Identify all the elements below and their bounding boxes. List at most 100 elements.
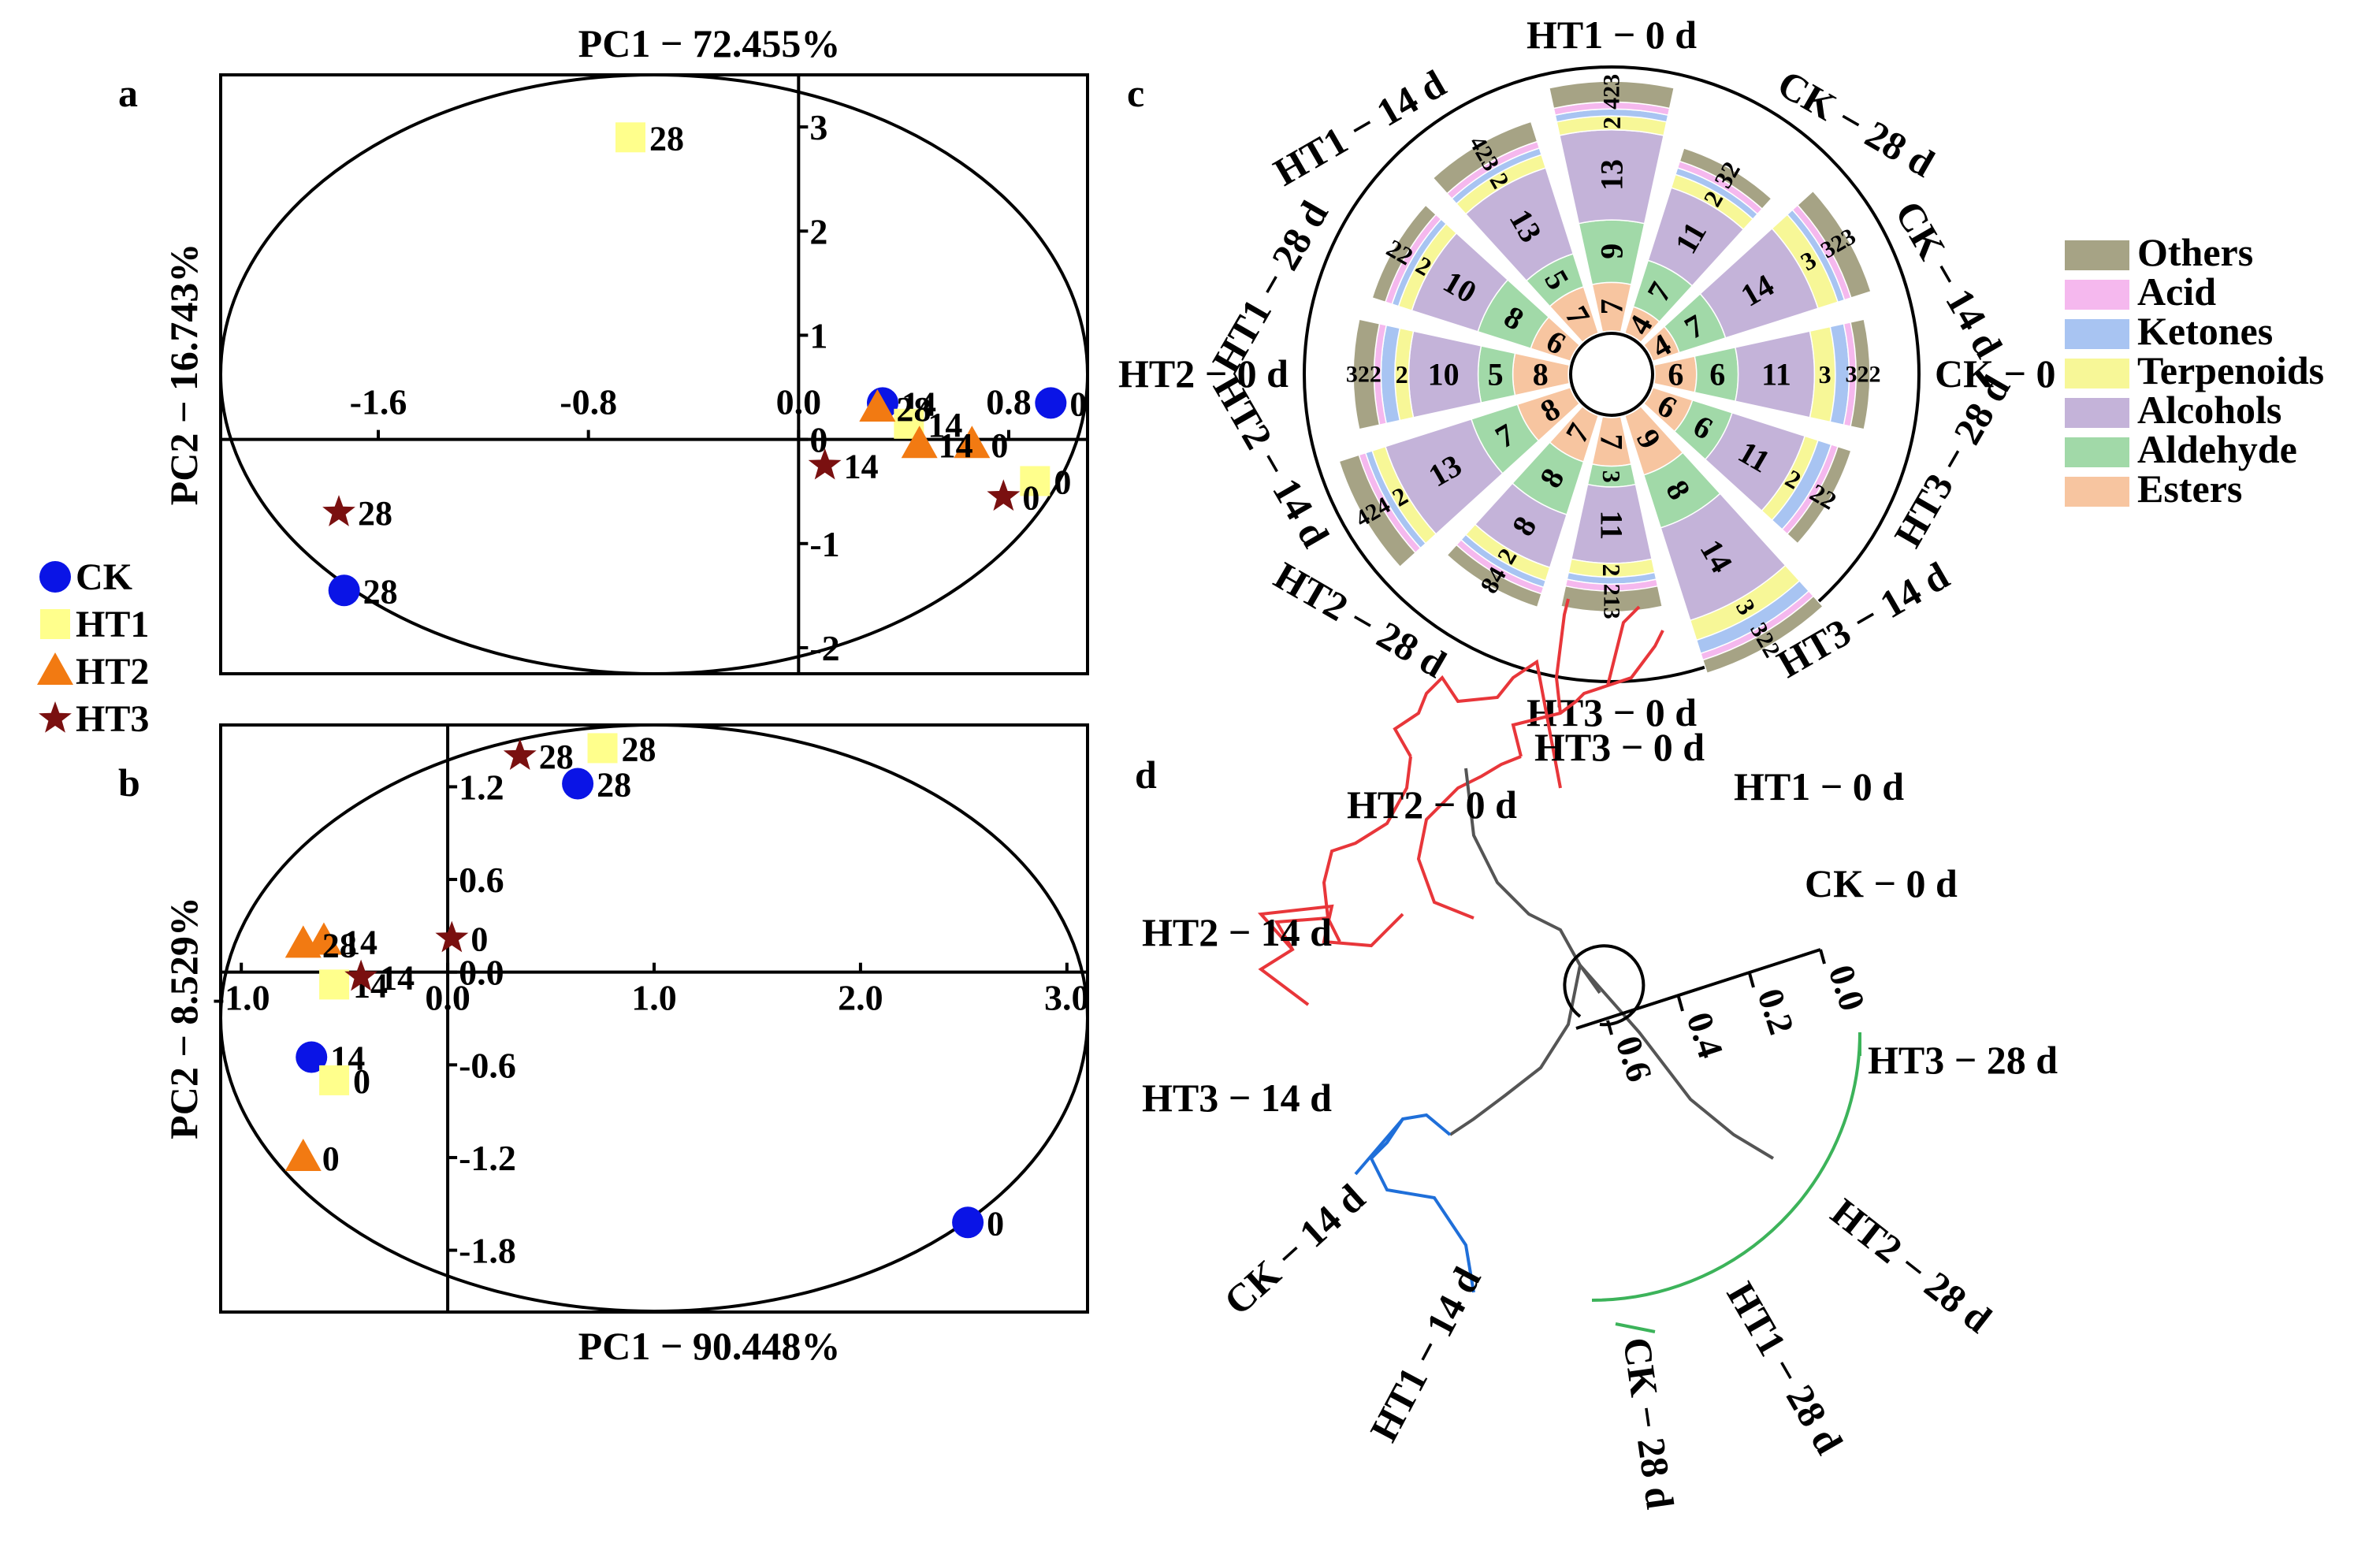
panel-c-category-ht3-0-d: HT3 − 0 d (1527, 690, 1697, 734)
panel-c-bar-value-label: 423 (1599, 74, 1625, 110)
panel-label-d: d (1135, 753, 1157, 797)
legend-label-ht3: HT3 (76, 698, 149, 740)
panel-c-bar-ck-14-d-others (1796, 190, 1872, 299)
panel-c-legend-label-terpenoids: Terpenoids (2137, 348, 2324, 392)
panel-a-point-ht1-0 (1020, 466, 1051, 496)
panel-c-bar-value-label: 322 (1846, 362, 1881, 388)
panel-c-legend-swatch-alcohols (2065, 398, 2129, 428)
dendrogram-scale-label: 0.0 (1820, 960, 1872, 1015)
panel-c-bar-value-label: 10 (1428, 357, 1460, 392)
panel-c-bar-value-label: 8 (1533, 357, 1549, 392)
legend-label-ck: CK (76, 556, 132, 598)
panel-c-bar-value-label: 11 (1594, 511, 1630, 541)
panel-c-bar-value-label: 3 (1597, 470, 1626, 483)
dendrogram-leaf-ht3-28-d: HT3 − 28 d (1868, 1038, 2058, 1082)
panel-label-c: c (1127, 71, 1144, 115)
dendrogram-leaf-ht2-14-d: HT2 − 14 d (1142, 910, 1332, 954)
dendrogram-leaf-ck-14-d: CK − 14 d (1215, 1175, 1373, 1323)
panel-a-point-ht2-14 (901, 426, 938, 459)
panel-c-legend-label-esters: Esters (2137, 467, 2242, 511)
panel-b-confidence-ellipse (219, 723, 1089, 1313)
panel-b-point-label: 14 (343, 923, 377, 961)
panel-c-bar-value-label: 5 (1488, 357, 1504, 392)
panel-b-x-tick-label: 2.0 (838, 978, 883, 1018)
panel-b-point-ht3-0 (435, 920, 469, 953)
legend-label-ht1: HT1 (76, 604, 149, 645)
panel-a-y-tick-label: 2 (809, 211, 827, 251)
panel-a-point-ht3-14 (808, 448, 842, 480)
panel-b-x-tick-label: 0.0 (425, 978, 470, 1018)
legend-marker-ht1 (40, 609, 70, 639)
panel-a-point-ht2-28 (859, 388, 896, 422)
panel-c-category-ck-0-d: CK − 0 d (1935, 351, 2088, 396)
panel-a-point-label: 0 (1054, 463, 1071, 501)
legend-marker-ht3 (39, 701, 72, 733)
dendrogram-branch-grey-right (1579, 964, 1775, 1160)
panel-b-point-label: 28 (322, 926, 357, 965)
panel-a-point-label: 0 (1022, 478, 1039, 517)
panel-c-bar-value-label: 7 (1594, 434, 1630, 450)
dendrogram-branch-ht3-0d (1554, 598, 1570, 714)
panel-a-point-label: 28 (896, 390, 931, 429)
panel-b-point-ht2-0 (284, 1138, 322, 1171)
panel-c-legend-swatch-aldehyde (2065, 437, 2129, 467)
panel-c-bar-value-label: 7 (1594, 299, 1630, 314)
panel-b-y-tick-label: -1.8 (459, 1231, 516, 1271)
panel-c-bar-ht2-14-d-others (1338, 454, 1417, 568)
dendrogram-scale-axis (1575, 948, 1821, 1030)
panel-c-legend-swatch-esters (2065, 477, 2129, 507)
panel-c-legend-swatch-terpenoids (2065, 359, 2129, 388)
panel-b-point-ht2-28 (284, 925, 322, 958)
dendrogram-scale-tick (1819, 949, 1826, 965)
panel-a-point-ht2-0 (954, 426, 991, 459)
legend-marker-ck (39, 561, 71, 593)
panel-c-bar-value-label: 9 (1594, 243, 1630, 259)
dendrogram-branch-28d-cluster (1615, 1322, 1656, 1333)
panel-c-bar-ht3-0-d-others (1560, 585, 1664, 613)
panel-c-bar-ck-28-d-others (1679, 147, 1772, 210)
dendrogram-leaf-ck-28-d: CK − 28 d (1615, 1335, 1683, 1512)
panel-a-point-label: 0 (991, 426, 1008, 465)
panel-a-y-tick-label: -2 (809, 628, 839, 668)
dendrogram-leaf-ht3-0-d: HT3 − 0 d (1534, 725, 1705, 769)
panel-b-y-tick-label: 0.0 (459, 953, 504, 993)
panel-b-point-ht3-14 (344, 959, 377, 991)
panel-c-bar-value-label: 11 (1761, 357, 1791, 392)
panel-a-point-ht3-28 (322, 495, 355, 526)
panel-c-bar-ht2-28-d-others (1446, 544, 1542, 608)
panel-c-category-ht2-0-d: HT2 − 0 d (1118, 351, 1289, 396)
panel-b-x-tick-label: 1.0 (631, 978, 677, 1018)
dendrogram-leaf-ht1-28-d: HT1 − 28 d (1718, 1275, 1851, 1462)
panel-c-bar-value-label: 2 (1396, 360, 1408, 388)
panel-c-bar-ht2-0-d-others (1352, 318, 1381, 430)
panel-b-y-tick-label: 1.2 (459, 767, 504, 807)
panel-a-point-label: 28 (363, 572, 398, 611)
panel-b-point-label: 28 (622, 730, 656, 768)
panel-c-bar-ht1-28-d-others (1371, 204, 1437, 303)
dendrogram-leaf-ck-0-d: CK − 0 d (1805, 861, 1958, 905)
panel-b-point-label: 28 (597, 766, 631, 805)
panel-a-point-ht3-0 (987, 479, 1021, 511)
panel-a-y-tick-label: 3 (809, 107, 827, 147)
panel-c-bar-ck-0-d-others (1850, 318, 1871, 430)
panel-b-point-ck-0 (952, 1206, 984, 1239)
panel-b-point-ck-14 (296, 1041, 328, 1073)
dendrogram-branch-grey-left (1448, 965, 1582, 1136)
panel-a-point-label: 28 (649, 119, 684, 158)
dendrogram-scale-tick (1677, 996, 1684, 1012)
panel-c-category-ht1-0-d: HT1 − 0 d (1527, 13, 1697, 57)
panel-a-ylabel: PC2 − 16.743% (162, 243, 206, 506)
panel-a-x-tick-label: 0.8 (986, 382, 1032, 422)
dendrogram-leaf-ht2-28-d: HT2 − 28 d (1823, 1190, 2000, 1342)
panel-c-bar-ht3-28-d-others (1786, 445, 1852, 545)
panel-a-point-label: 28 (358, 494, 392, 533)
panel-a-title: PC1 − 72.455% (578, 21, 841, 65)
panel-c-legend-label-alcohols: Alcohols (2137, 388, 2281, 432)
dendrogram-scale-tick (1606, 1020, 1613, 1035)
panel-b-point-ck-28 (562, 768, 594, 800)
